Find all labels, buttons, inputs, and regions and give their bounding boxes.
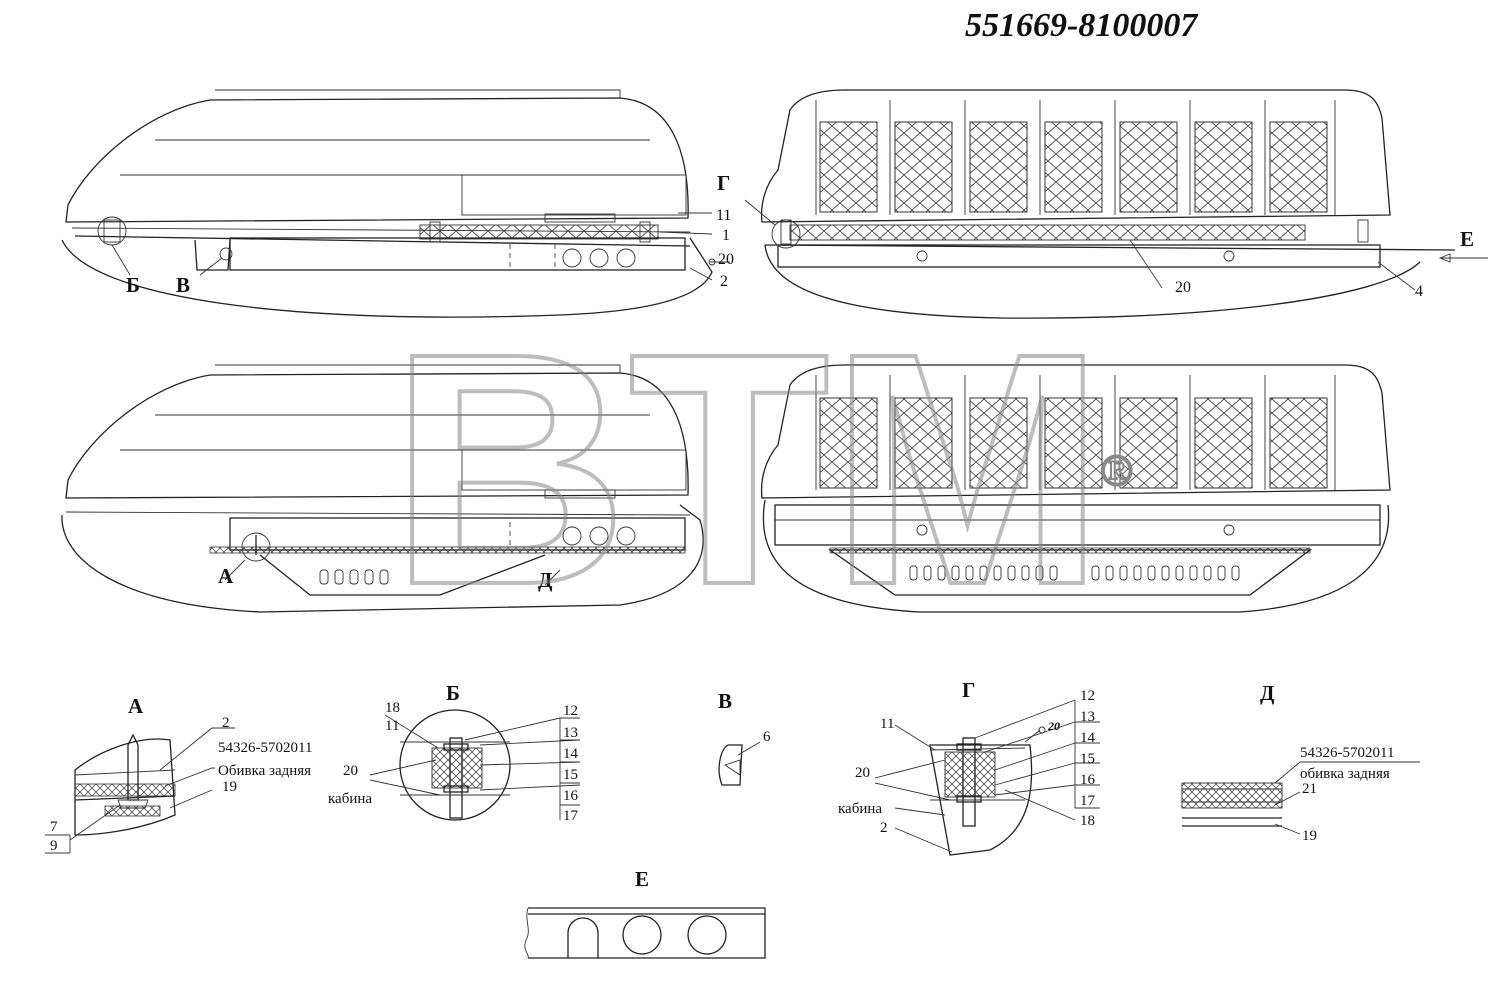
- detail-e-title: Е: [635, 867, 649, 891]
- callout-11-top: 11: [716, 207, 731, 224]
- view-label-v-top: В: [176, 273, 190, 297]
- callout-20-front: 20: [1175, 279, 1191, 296]
- detail-g-callout-2: 2: [880, 820, 888, 836]
- detail-a-part-number: 54326-5702011: [218, 740, 312, 756]
- view-label-d-mid: Д: [538, 568, 553, 592]
- detail-b-callout-20: 20: [343, 763, 358, 779]
- detail-a-callout-2: 2: [222, 715, 230, 731]
- view-label-a-mid: А: [218, 564, 234, 588]
- detail-b-callout-15: 15: [563, 767, 578, 783]
- vent-holes-row: [909, 565, 1240, 581]
- watermark-registered: ®: [1100, 446, 1133, 495]
- detail-b-callout-11: 11: [385, 718, 399, 734]
- side-view-top: [61, 89, 730, 318]
- callout-1-top: 1: [722, 227, 730, 244]
- detail-a-callout-19: 19: [222, 779, 237, 795]
- detail-a-callout-7: 7: [50, 819, 58, 835]
- detail-b-callout-12: 12: [563, 703, 578, 719]
- detail-b-title: Б: [446, 681, 460, 705]
- detail-a-title: А: [128, 694, 144, 718]
- detail-a-trim-label: Обивка задняя: [218, 763, 311, 779]
- detail-g-title: Г: [962, 678, 975, 702]
- detail-d-title: Д: [1260, 681, 1275, 705]
- detail-d-trim-label: обивка задняя: [1300, 766, 1390, 782]
- detail-g-callout-15: 15: [1080, 751, 1095, 767]
- detail-d-part-number: 54326-5702011: [1300, 745, 1394, 761]
- drawing-title: 551669-8100007: [965, 7, 1199, 44]
- view-label-g-top: Г: [717, 171, 730, 195]
- detail-b: [369, 709, 581, 821]
- detail-b-callout-16: 16: [563, 788, 579, 804]
- watermark-logo: BTM: [390, 284, 1105, 653]
- detail-g-callout-12: 12: [1080, 688, 1095, 704]
- callout-20-top: 20: [718, 251, 734, 268]
- detail-e: [524, 907, 766, 959]
- side-view-bottom: [61, 364, 704, 613]
- callout-2-top: 2: [720, 273, 728, 290]
- detail-g-callout-16: 16: [1080, 772, 1096, 788]
- detail-b-callout-14: 14: [563, 746, 579, 762]
- detail-g-cabin: кабина: [838, 801, 882, 817]
- detail-a: [45, 727, 235, 854]
- detail-g-callout-20-right: 20: [1047, 719, 1060, 733]
- detail-g-callout-17: 17: [1080, 793, 1096, 809]
- detail-b-cabin: кабина: [328, 791, 372, 807]
- detail-g-callout-11: 11: [880, 716, 894, 732]
- detail-d-callout-21: 21: [1302, 781, 1317, 797]
- detail-g-callout-14: 14: [1080, 730, 1096, 746]
- detail-b-callout-18: 18: [385, 700, 400, 716]
- detail-b-callout-17: 17: [563, 808, 579, 824]
- detail-v-title: В: [718, 689, 732, 713]
- detail-g-callout-13: 13: [1080, 709, 1095, 725]
- detail-d: [1181, 761, 1420, 835]
- detail-g-callout-20-left: 20: [855, 765, 870, 781]
- detail-v-callout-6: 6: [763, 729, 771, 745]
- front-view-bottom: [760, 364, 1391, 613]
- detail-v: [718, 741, 761, 786]
- view-label-e-top: Е: [1460, 227, 1474, 251]
- view-label-b-top: Б: [126, 273, 140, 297]
- detail-d-callout-19: 19: [1302, 828, 1317, 844]
- detail-g-callout-18: 18: [1080, 813, 1095, 829]
- detail-b-callout-13: 13: [563, 725, 578, 741]
- detail-a-callout-9: 9: [50, 838, 58, 854]
- detail-g: [874, 699, 1100, 856]
- front-view-top: [744, 89, 1488, 319]
- callout-4-front: 4: [1415, 283, 1423, 300]
